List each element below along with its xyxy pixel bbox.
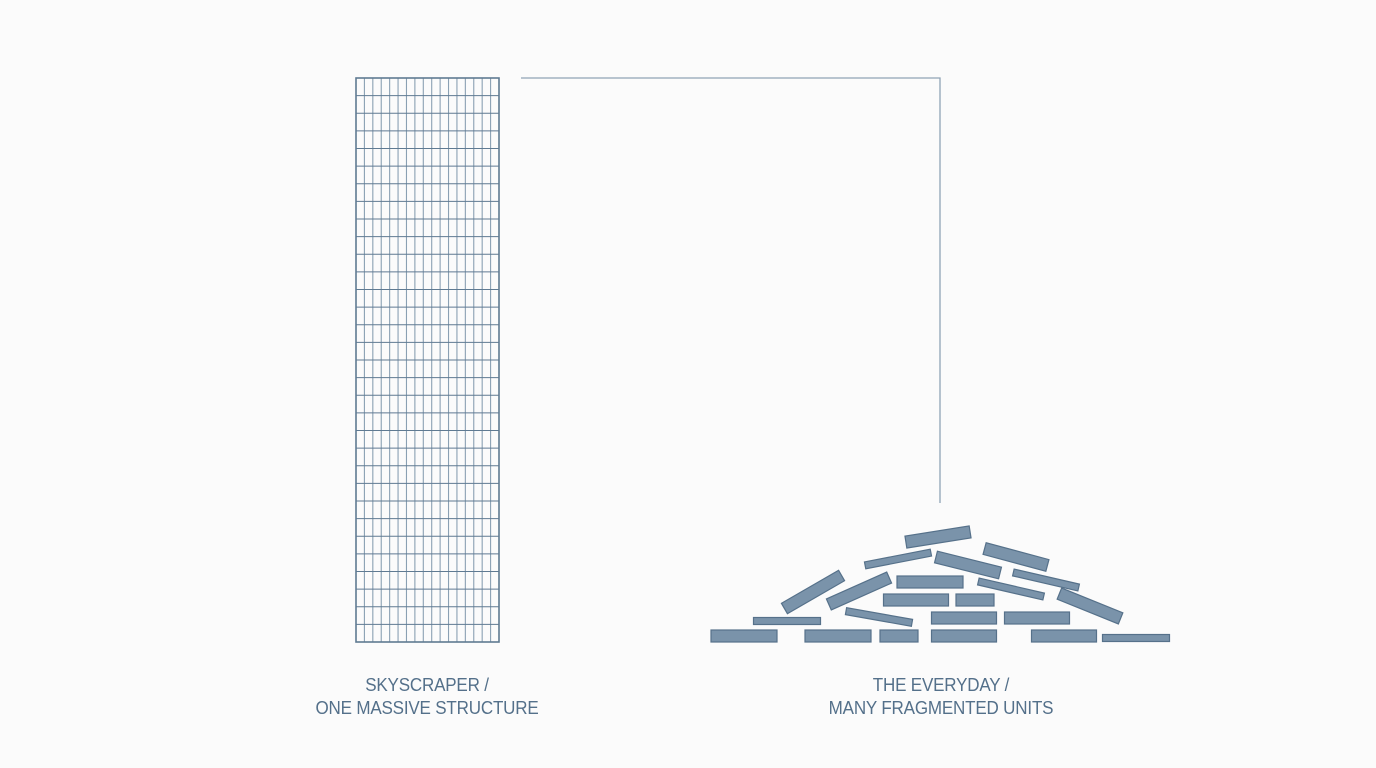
everyday-label-line1: THE EVERYDAY / bbox=[872, 674, 1010, 695]
brick bbox=[1056, 587, 1124, 625]
brick bbox=[955, 593, 995, 607]
brick bbox=[882, 593, 950, 607]
brick bbox=[752, 616, 822, 626]
brick bbox=[982, 542, 1050, 572]
brick bbox=[1003, 611, 1071, 625]
skyscraper-label: SKYSCRAPER / ONE MASSIVE STRUCTURE bbox=[289, 673, 565, 719]
everyday-label-line2: MANY FRAGMENTED UNITS bbox=[828, 697, 1054, 718]
brick bbox=[930, 629, 998, 643]
connector-line bbox=[521, 77, 941, 503]
brick bbox=[844, 607, 914, 627]
brick bbox=[976, 577, 1046, 601]
brick bbox=[804, 629, 872, 643]
brick bbox=[780, 569, 846, 615]
skyscraper-label-line2: ONE MASSIVE STRUCTURE bbox=[315, 697, 539, 718]
brick bbox=[879, 629, 919, 643]
brick bbox=[825, 571, 893, 611]
brick bbox=[1030, 629, 1098, 643]
skyscraper-label-line1: SKYSCRAPER / bbox=[365, 674, 489, 695]
skyscraper-grid bbox=[355, 77, 500, 643]
brick bbox=[930, 611, 998, 625]
brick bbox=[863, 548, 933, 570]
brick bbox=[1101, 633, 1171, 643]
brick bbox=[1011, 568, 1081, 592]
brick bbox=[710, 629, 778, 643]
brick bbox=[896, 575, 964, 589]
brick bbox=[933, 550, 1003, 580]
brick bbox=[904, 525, 972, 549]
everyday-label: THE EVERYDAY / MANY FRAGMENTED UNITS bbox=[803, 673, 1079, 719]
brick-pile bbox=[710, 525, 1171, 643]
